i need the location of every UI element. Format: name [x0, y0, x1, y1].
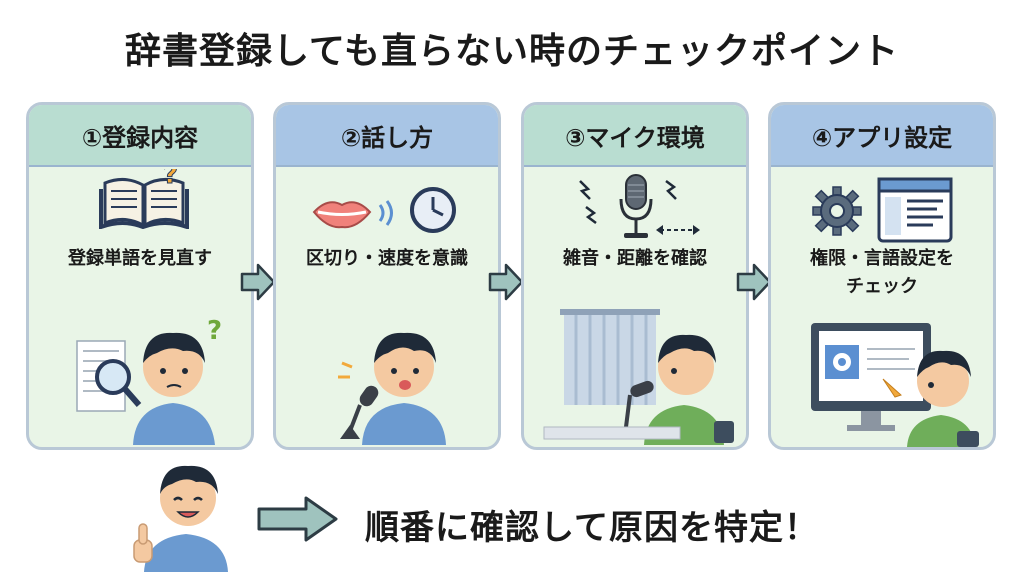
card-text-mic-environment: 雑音・距離を確認	[563, 248, 707, 269]
sound-waves-icon	[378, 200, 393, 226]
arrow-right-icon	[240, 263, 276, 301]
card-header-mic-environment: ③マイク環境	[524, 105, 746, 167]
arrow-right-icon	[257, 496, 338, 542]
card-text-app-settings-1: 権限・言語設定を	[810, 248, 954, 269]
page-title: 辞書登録しても直らない時のチェックポイント	[124, 31, 900, 72]
svg-text:?: ?	[163, 169, 178, 190]
noise-icon	[579, 180, 597, 224]
card-speaking: ②話し方 区切り・速度を意識	[273, 102, 501, 450]
card-header-registration: ①登録内容	[29, 105, 251, 167]
microphone-icon	[619, 174, 653, 238]
person-mic-desk-illustration	[543, 309, 734, 445]
arrow-right-icon	[488, 263, 524, 301]
person-computer-illustration	[811, 323, 979, 447]
lips-icon	[312, 201, 372, 229]
distance-arrow-icon	[656, 225, 700, 235]
card-header-app-settings: ④アプリ設定	[771, 105, 993, 167]
arrow-right-icon	[736, 263, 772, 301]
person-magnifier-illustration: ?	[76, 316, 222, 445]
card-text-registration: 登録単語を見直す	[68, 248, 212, 269]
noise-icon	[665, 180, 677, 200]
clock-icon	[410, 187, 456, 233]
card-app-settings: ④アプリ設定 権限・言語設定を チェック	[768, 102, 996, 450]
thumbs-up-person-illustration	[133, 465, 228, 572]
card-text-speaking: 区切り・速度を意識	[306, 248, 468, 269]
card-mic-environment: ③マイク環境 雑音・距離を確認	[521, 102, 749, 450]
card-text-app-settings-2: チェック	[846, 276, 918, 297]
card-header-speaking: ②話し方	[276, 105, 498, 167]
card-registration: ①登録内容 ? 登録単語を見直す ?	[26, 102, 254, 450]
person-speaking-illustration	[338, 332, 446, 445]
conclusion-text: 順番に確認して原因を特定！	[365, 508, 819, 548]
settings-window-icon	[877, 177, 953, 243]
svg-text:?: ?	[207, 316, 222, 346]
book-question-icon: ?	[99, 169, 189, 229]
gear-icon	[812, 186, 862, 236]
